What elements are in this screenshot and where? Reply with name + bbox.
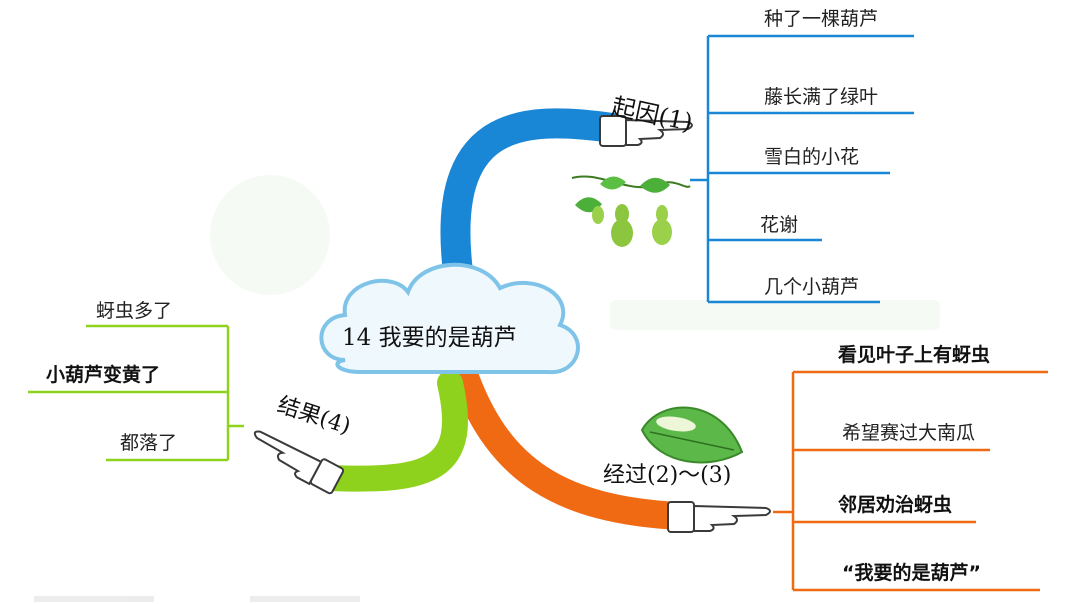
result-item: 都落了 <box>120 432 178 454</box>
process-item: 希望赛过大南瓜 <box>842 422 976 444</box>
cloud-icon <box>319 262 580 375</box>
watermark <box>210 175 940 330</box>
cause-item: 花谢 <box>760 214 799 236</box>
leaf-caterpillar-icon <box>640 406 744 464</box>
center-title: 14 我要的是葫芦 <box>342 325 517 351</box>
gourd-vine-icon <box>571 175 691 247</box>
cause-bracket <box>690 34 914 304</box>
cause-item: 几个小葫芦 <box>764 276 860 298</box>
cause-item: 雪白的小花 <box>764 146 860 168</box>
process-title: 经过(2)～(3) <box>603 463 732 488</box>
result-item: 小葫芦变黄了 <box>46 364 161 386</box>
pointing-hand-icon <box>253 430 345 495</box>
pointing-hand-icon <box>599 115 693 147</box>
process-bracket <box>773 370 1048 592</box>
result-bracket <box>28 324 244 462</box>
result-branch <box>317 370 468 492</box>
footer-faint <box>34 596 360 602</box>
cause-item: 藤长满了绿叶 <box>764 86 879 108</box>
cause-branch <box>440 108 627 287</box>
pointing-hand-icon <box>667 501 771 533</box>
process-branch <box>452 366 694 530</box>
process-item: 邻居劝治蚜虫 <box>838 494 953 516</box>
result-item: 蚜虫多了 <box>96 300 173 322</box>
cause-item: 种了一棵葫芦 <box>764 8 879 30</box>
process-item: “我要的是葫芦” <box>842 562 981 584</box>
process-item: 看见叶子上有蚜虫 <box>838 344 991 366</box>
